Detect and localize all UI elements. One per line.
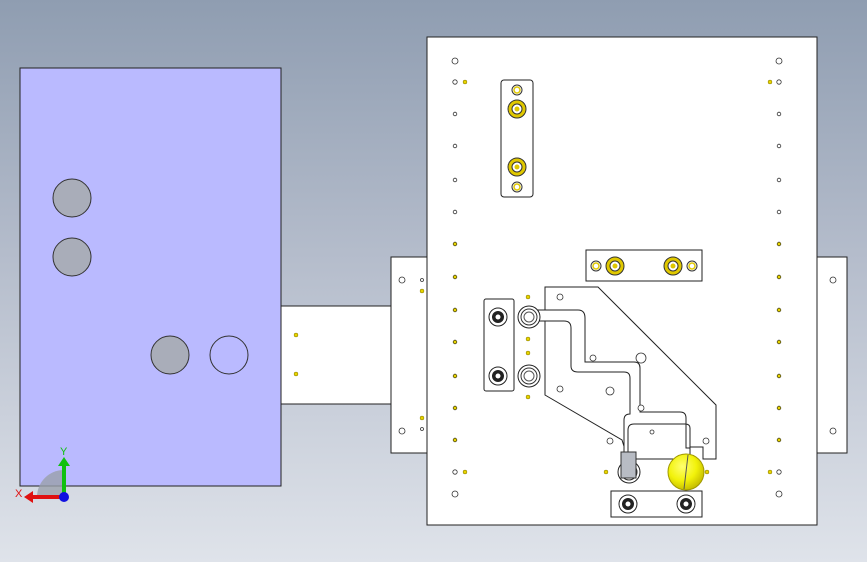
edge-marker-left <box>453 340 457 344</box>
edge-marker-left <box>453 438 457 442</box>
flow-manifold-plate[interactable] <box>529 286 717 461</box>
corner-hole <box>775 490 783 498</box>
edge-marker-right <box>777 340 781 344</box>
corner-hole <box>775 57 783 65</box>
x-axis-label: X <box>15 488 23 500</box>
part-hole-3 <box>150 335 190 375</box>
coordinate-triad: Y X <box>15 446 70 503</box>
edge-marker-right <box>777 374 781 378</box>
left-bracket-plate[interactable] <box>390 256 428 454</box>
paired-hole <box>776 79 782 85</box>
edge-marker-left <box>453 406 457 410</box>
edge-hole-right <box>776 111 782 117</box>
part-hole-2 <box>52 237 92 277</box>
part-hole-4 <box>209 335 249 375</box>
middle-fitting-strip[interactable] <box>585 249 703 282</box>
selected-part-face[interactable] <box>19 67 282 487</box>
edge-marker-left <box>453 308 457 312</box>
edge-marker-right <box>777 242 781 246</box>
corner-hole <box>451 490 459 498</box>
paired-marker <box>767 79 773 85</box>
edge-marker-right <box>777 406 781 410</box>
edge-hole-left <box>452 209 458 215</box>
left-fitting-block[interactable] <box>483 298 515 392</box>
paired-hole <box>452 469 458 475</box>
paired-marker <box>462 469 468 475</box>
y-axis-label: Y <box>60 446 68 458</box>
edge-hole-right <box>776 177 782 183</box>
z-axis-dot <box>59 492 69 502</box>
paired-hole <box>452 79 458 85</box>
edge-marker-right <box>777 275 781 279</box>
edge-hole-right <box>776 209 782 215</box>
edge-hole-left <box>452 111 458 117</box>
paired-hole <box>776 469 782 475</box>
edge-hole-left <box>452 177 458 183</box>
chrome-fitting-upper[interactable] <box>517 305 541 329</box>
chrome-fitting-lower[interactable] <box>517 364 541 388</box>
edge-hole-right <box>776 143 782 149</box>
paired-marker <box>767 469 773 475</box>
highlighted-sphere-component[interactable] <box>667 453 705 491</box>
connecting-bar[interactable] <box>280 305 392 405</box>
plate-hole-pattern <box>451 57 783 498</box>
bottom-fitting-block[interactable] <box>610 490 703 518</box>
part-hole-1 <box>52 178 92 218</box>
alignment-markers <box>525 294 710 475</box>
edge-hole-left <box>452 143 458 149</box>
right-bracket-plate[interactable] <box>816 256 848 454</box>
edge-marker-left <box>453 374 457 378</box>
edge-marker-right <box>777 438 781 442</box>
corner-hole <box>451 57 459 65</box>
paired-marker <box>462 79 468 85</box>
upper-fitting-strip[interactable] <box>500 79 534 198</box>
edge-marker-left <box>453 275 457 279</box>
edge-marker-left <box>453 242 457 246</box>
chrome-fitting-outlet[interactable] <box>617 451 641 484</box>
edge-marker-right <box>777 308 781 312</box>
